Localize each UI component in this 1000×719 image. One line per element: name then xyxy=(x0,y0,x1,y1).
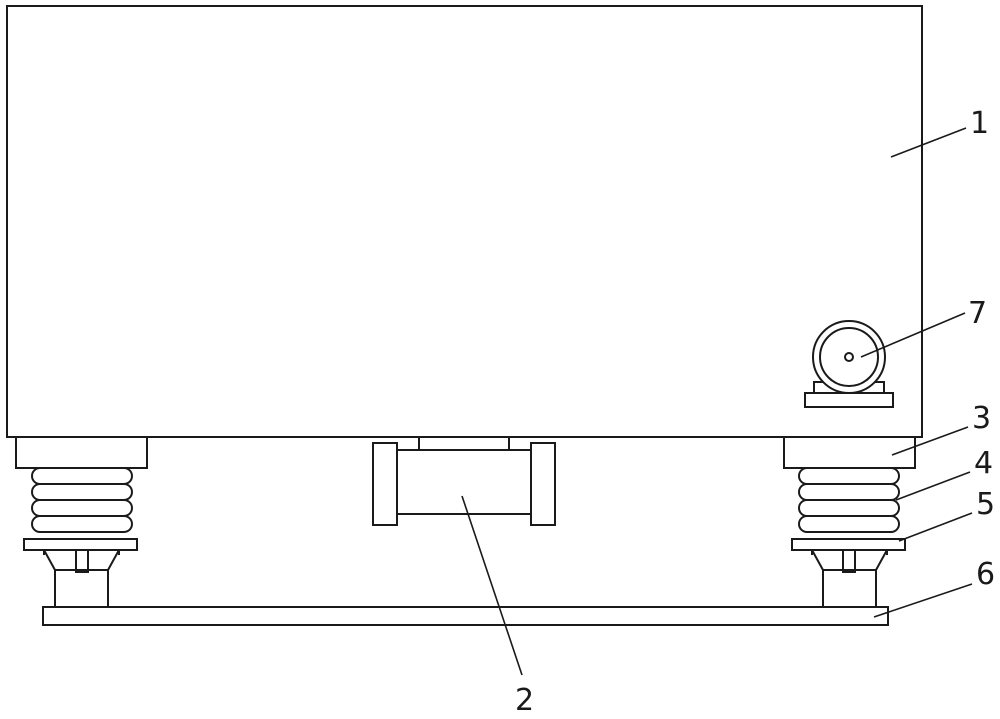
callout-3: 3 xyxy=(972,401,991,436)
center-fixture-top-bracket xyxy=(418,436,510,451)
right-support-leg xyxy=(811,549,888,607)
leader-line-5 xyxy=(898,512,973,542)
left-spring-plate xyxy=(23,538,138,551)
motor-shaft xyxy=(844,352,854,362)
right-mount-block xyxy=(783,436,916,469)
center-fixture xyxy=(372,436,556,526)
callout-4: 4 xyxy=(974,446,993,481)
callout-6: 6 xyxy=(976,557,995,592)
leader-line-3 xyxy=(891,426,969,456)
leader-lines xyxy=(461,127,973,676)
right-damper-assembly xyxy=(783,436,916,607)
callout-5: 5 xyxy=(976,487,995,522)
leader-line-7 xyxy=(860,312,966,358)
callout-labels: 1 2 3 4 5 6 7 xyxy=(515,106,995,718)
center-fixture-right-flange xyxy=(530,442,556,526)
motor-base-plate xyxy=(804,392,894,408)
right-spring-plate xyxy=(791,538,906,551)
motor-outer-ring xyxy=(812,320,886,394)
left-support-slot xyxy=(75,549,89,573)
main-body xyxy=(6,5,923,438)
left-spring xyxy=(31,467,133,533)
leader-line-2 xyxy=(461,495,523,676)
right-support-slot xyxy=(842,549,856,573)
leader-line-1 xyxy=(890,127,967,158)
base-plate xyxy=(42,606,889,626)
left-support-leg xyxy=(43,549,120,607)
callout-1: 1 xyxy=(970,106,989,141)
callout-2: 2 xyxy=(515,683,534,718)
leader-line-4 xyxy=(895,471,971,501)
leader-line-6 xyxy=(873,583,973,618)
center-fixture-left-flange xyxy=(372,442,398,526)
motor xyxy=(804,320,894,408)
left-damper-assembly xyxy=(15,436,148,607)
left-mount-block xyxy=(15,436,148,469)
right-spring xyxy=(798,467,900,533)
motor-inner-ring xyxy=(819,327,879,387)
callout-7: 7 xyxy=(968,296,987,331)
